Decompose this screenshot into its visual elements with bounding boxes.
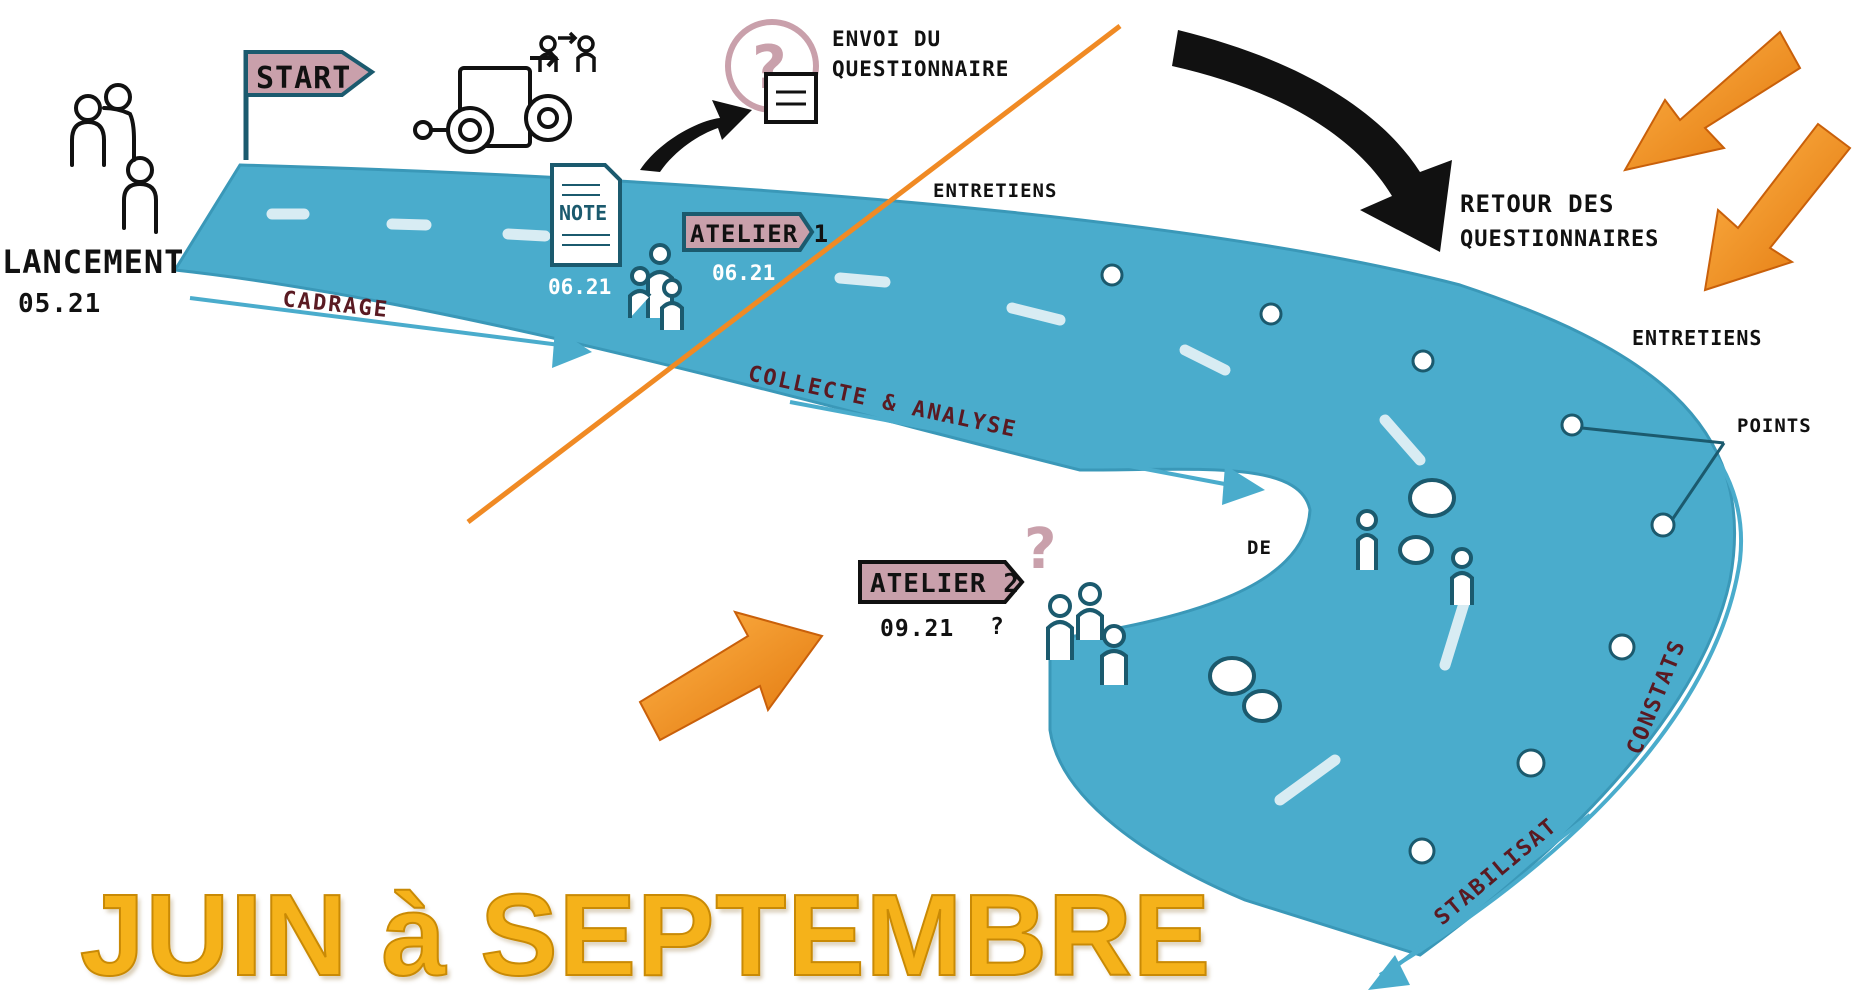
road-people-icon [1356,509,1474,605]
atelier1-tag [682,212,815,252]
envoi-label-line2: QUESTIONNAIRE [832,57,1009,81]
de-label: DE [1247,537,1272,559]
speech-bubble-icons [1208,478,1456,723]
orange-arrow-atelier2 [638,610,824,742]
collecte-arrow [789,400,1265,505]
river-road [172,163,1736,957]
atelier2-label: ATELIER 2 [870,569,1020,599]
exchange-people-icon [538,31,596,72]
entretiens-right-label: ENTRETIENS [1632,326,1762,350]
machine-gears-icon [413,48,572,154]
lancement-date: 05.21 [18,289,101,319]
note-document-icon: NOTE [550,163,622,267]
road-dashes [266,208,1471,806]
envoi-arrow [640,100,752,172]
start-flag: START [243,50,376,160]
cadrage-arrow [189,296,592,368]
note-label: NOTE [559,201,607,225]
waypoint-dots [1100,263,1676,865]
entretiens-top-label: ENTRETIENS [933,180,1057,202]
orange-arrow-top-right-2 [1703,122,1852,292]
orange-divider-line [466,24,1122,524]
river-edge-line [1159,238,1744,977]
atelier1-date: 06.21 [712,261,775,285]
note-date: 06.21 [548,275,611,299]
atelier2-question-mark: ? [990,614,1005,640]
points-callout-lines [1581,426,1726,521]
points-label: POINTS [1737,415,1812,437]
envoi-label-line1: ENVOI DU [832,27,941,51]
atelier1-label: ATELIER 1 [690,220,829,248]
period-title: JUIN à SEPTEMBRE [79,869,1212,1001]
start-label: START [256,61,351,96]
orange-arrow-top-right-1 [1623,30,1802,172]
atelier2-people-icon [1046,582,1128,685]
atelier1-people-icon [628,243,684,330]
questionnaire-icon: ? [725,19,819,124]
lancement-label: LANCEMENT [2,243,184,281]
atelier2-tag [858,560,1025,604]
retour-label-line2: QUESTIONNAIRES [1460,227,1659,252]
retour-label-line1: RETOUR DES [1460,190,1615,218]
people-group-icon [70,83,158,234]
atelier2-question-icon: ? [1024,517,1056,582]
atelier2-date: 09.21 [880,616,954,642]
retour-big-arrow [1172,30,1452,252]
stabilisation-arrow [1368,813,1592,990]
